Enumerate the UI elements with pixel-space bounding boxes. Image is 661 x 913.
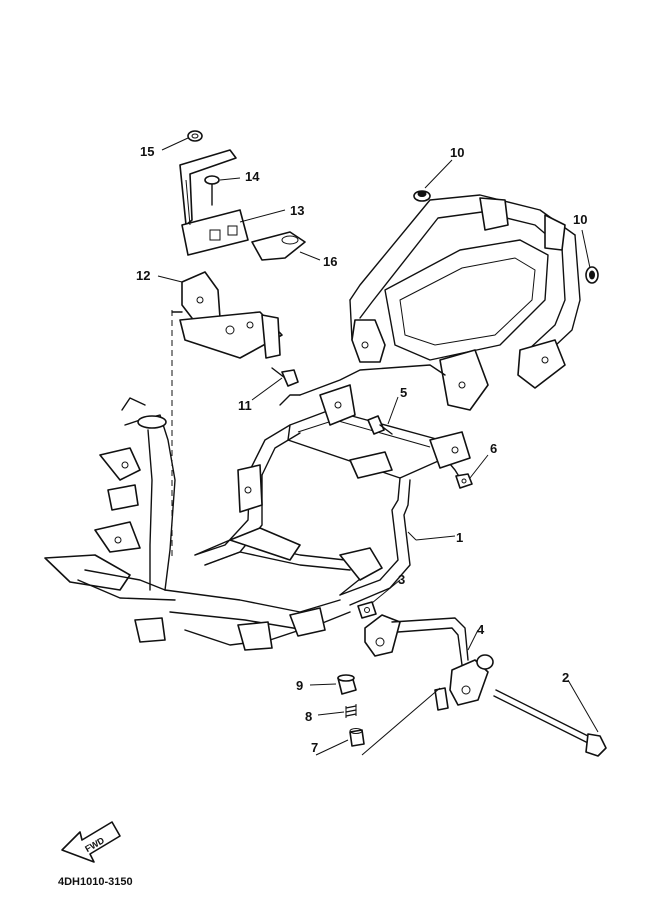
fwd-arrow-icon: FWD (61, 821, 121, 863)
cap-part-9 (337, 674, 357, 695)
callout-1: 1 (456, 530, 463, 545)
grommet-part-10a (413, 190, 431, 202)
pad-part-16 (251, 231, 306, 261)
callout-13: 13 (290, 203, 304, 218)
bolt-part-2 (493, 689, 607, 757)
callout-4: 4 (477, 622, 485, 637)
nut-part-15 (187, 130, 203, 142)
stand-part-4 (364, 614, 494, 711)
grommet-part-10b (585, 266, 599, 284)
callout-10-right: 10 (573, 212, 587, 227)
callout-9: 9 (296, 678, 303, 693)
callout-2: 2 (562, 670, 569, 685)
callout-5: 5 (400, 385, 407, 400)
leader-lines (157, 137, 599, 756)
main-frame (44, 194, 581, 651)
nut-part-6 (455, 473, 473, 489)
bolt-part-14 (204, 175, 220, 206)
callout-3: 3 (398, 572, 405, 587)
callout-14: 14 (245, 169, 260, 184)
collar-part-7 (349, 728, 365, 747)
callout-15: 15 (140, 144, 154, 159)
bracket-part-12 (171, 271, 283, 359)
callout-12: 12 (136, 268, 150, 283)
callout-11: 11 (238, 398, 252, 413)
callout-7: 7 (311, 740, 318, 755)
nut-part-3 (357, 601, 377, 619)
bracket-assembly-parts-13-16 (179, 130, 306, 261)
callout-labels: 1 2 3 4 5 6 7 8 9 10 10 11 12 13 14 15 1… (136, 144, 587, 755)
callout-6: 6 (490, 441, 497, 456)
callout-16: 16 (323, 254, 337, 269)
callout-8: 8 (305, 709, 312, 724)
callout-10-top: 10 (450, 145, 464, 160)
bolt-part-11 (271, 367, 299, 387)
spring-part-8 (345, 704, 357, 718)
assembly-guide-line (361, 687, 441, 756)
bolt-part-5 (367, 415, 393, 435)
catalog-code: 4DH1010-3150 (58, 876, 133, 888)
